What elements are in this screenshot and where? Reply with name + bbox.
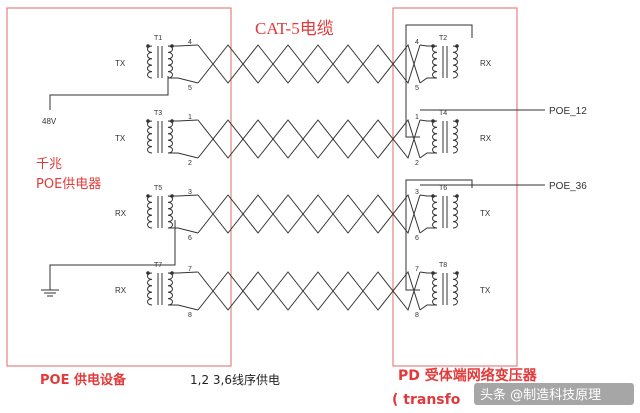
pin-label: 6 <box>188 235 192 242</box>
direction-label: RX <box>480 59 492 68</box>
cable-pair-2-wire-a <box>197 119 421 160</box>
pin-label: 1 <box>188 114 192 121</box>
direction-label: RX <box>480 134 492 143</box>
pd-caption: PD 受体端网络变压器 <box>398 367 538 384</box>
transformer-name: T8 <box>439 262 447 269</box>
cable-pair-1-wire-b <box>197 43 421 84</box>
direction-label: TX <box>480 209 491 218</box>
pin-label: 5 <box>188 85 192 92</box>
transformer-name: T4 <box>439 110 447 117</box>
pse-power-wiring <box>41 76 176 297</box>
pin-label: 3 <box>188 189 192 196</box>
transformer-name: T2 <box>439 35 447 42</box>
direction-label: TX <box>115 134 126 143</box>
pin-label: 7 <box>415 266 419 273</box>
cable-pair-4-wire-b <box>197 270 421 311</box>
transformer-name: T1 <box>154 35 162 42</box>
pin-label: 1 <box>415 114 419 121</box>
watermark: 头条 @制造科技原理 <box>480 387 601 403</box>
pin-label: 7 <box>188 266 192 273</box>
pin-label: 8 <box>415 312 419 319</box>
pin-label: 4 <box>188 39 192 46</box>
transformer-name: T5 <box>154 185 162 192</box>
poe-12-label: POE_12 <box>549 106 587 117</box>
pin-label: 8 <box>188 312 192 319</box>
cable-title: CAT-5电缆 <box>255 19 334 38</box>
pin-label: 5 <box>415 85 419 92</box>
pse-box <box>6 7 232 367</box>
watermark-bg <box>474 383 634 405</box>
pd-caption-line2: ( transfo <box>392 392 461 408</box>
cable-twisted-pairs <box>197 43 421 312</box>
pse-label-line1: 千兆 <box>36 157 62 172</box>
pse-label-line2: POE供电器 <box>36 177 101 192</box>
direction-label: TX <box>115 59 126 68</box>
cable-pair-4-wire-a <box>197 271 421 312</box>
pin-label: 3 <box>415 189 419 196</box>
cable-pair-3-wire-b <box>197 193 421 234</box>
cable-pair-3-wire-a <box>197 194 421 235</box>
poe-36-label: POE_36 <box>549 181 587 192</box>
direction-label: RX <box>115 209 127 218</box>
pin-label: 2 <box>415 160 419 167</box>
cable-pair-1-wire-a <box>197 44 421 85</box>
direction-label: RX <box>115 286 127 295</box>
transformer-name: T6 <box>439 185 447 192</box>
cable-pair-2-wire-b <box>197 118 421 159</box>
pd-box <box>392 7 518 367</box>
voltage-label: 48V <box>42 117 57 126</box>
pse-caption-note: 1,2 3,6线序供电 <box>190 372 280 387</box>
pin-label: 2 <box>188 160 192 167</box>
pin-label: 4 <box>415 39 419 46</box>
pse-caption: POE 供电设备 <box>40 372 127 388</box>
transformer-name: T3 <box>154 110 162 117</box>
pd-tap-wiring <box>405 24 545 291</box>
pin-label: 6 <box>415 235 419 242</box>
direction-label: TX <box>480 286 491 295</box>
